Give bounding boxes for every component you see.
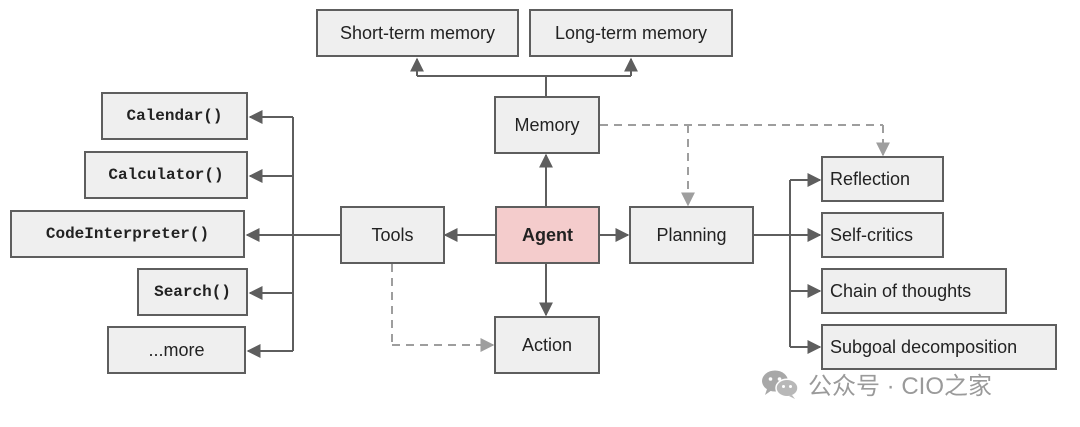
tools-node: Tools — [340, 206, 445, 264]
action-node: Action — [494, 316, 600, 374]
wechat-icon — [762, 370, 799, 399]
planning-item-subgoal-decomposition: Subgoal decomposition — [821, 324, 1057, 370]
watermark: 公众号 · CIO之家 — [760, 366, 992, 401]
tool-item-calculator: Calculator() — [84, 151, 248, 199]
agent-node: Agent — [495, 206, 600, 264]
tool-item-more: ...more — [107, 326, 246, 374]
memory-node: Memory — [494, 96, 600, 154]
tool-item-search: Search() — [137, 268, 248, 316]
planning-item-reflection: Reflection — [821, 156, 944, 202]
tool-item-code-interpreter: CodeInterpreter() — [10, 210, 245, 258]
long-term-memory-node: Long-term memory — [529, 9, 733, 57]
planning-node: Planning — [629, 206, 754, 264]
short-term-memory-node: Short-term memory — [316, 9, 519, 57]
planning-item-chain-of-thoughts: Chain of thoughts — [821, 268, 1007, 314]
tool-item-calendar: Calendar() — [101, 92, 248, 140]
watermark-text: 公众号 · CIO之家 — [808, 373, 992, 400]
planning-item-self-critics: Self-critics — [821, 212, 944, 258]
